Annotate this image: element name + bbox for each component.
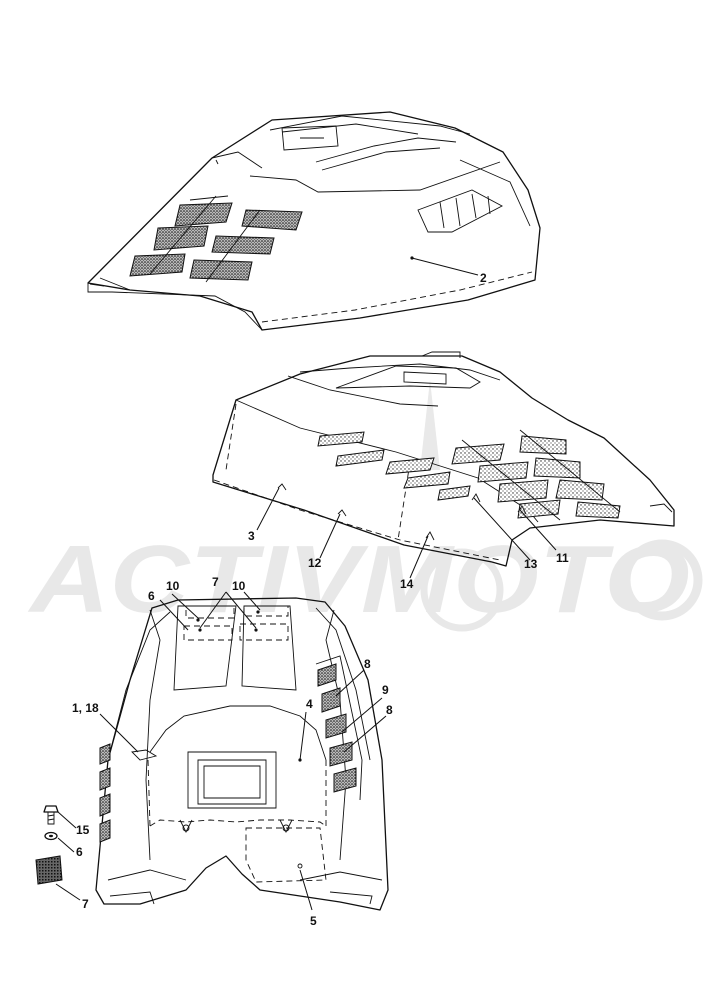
mesh-part [35, 855, 63, 885]
callout-8-lower: 8 [386, 703, 393, 717]
callout-13: 13 [524, 557, 538, 571]
callout-7-top: 7 [212, 575, 219, 589]
callout-2: 2 [480, 271, 487, 285]
callout-1-18: 1, 18 [72, 701, 99, 715]
callout-10-right: 10 [232, 579, 246, 593]
callout-6-top: 6 [148, 589, 155, 603]
washer-part [44, 831, 58, 841]
callout-7-bottom: 7 [82, 897, 89, 911]
watermark: ACTIVMOTO [28, 380, 703, 633]
callout-3: 3 [248, 529, 255, 543]
lower-hood [95, 591, 389, 911]
callout-6-bottom: 6 [76, 845, 83, 859]
loose-parts [35, 805, 81, 901]
callout-8-upper: 8 [364, 657, 371, 671]
callout-9: 9 [382, 683, 389, 697]
upper-hood [87, 111, 541, 331]
callout-10-left: 10 [166, 579, 180, 593]
callout-12: 12 [308, 556, 322, 570]
callout-labels: 2 3 12 14 13 11 10 7 10 6 8 9 8 1, 18 4 … [72, 271, 569, 928]
callout-14: 14 [400, 577, 414, 591]
callout-5: 5 [310, 914, 317, 928]
middle-hood [212, 351, 675, 579]
watermark-text: ACTIVMOTO [28, 526, 690, 633]
screw-part [43, 805, 59, 825]
callout-4: 4 [306, 697, 313, 711]
callout-11: 11 [556, 551, 569, 565]
callout-15: 15 [76, 823, 90, 837]
